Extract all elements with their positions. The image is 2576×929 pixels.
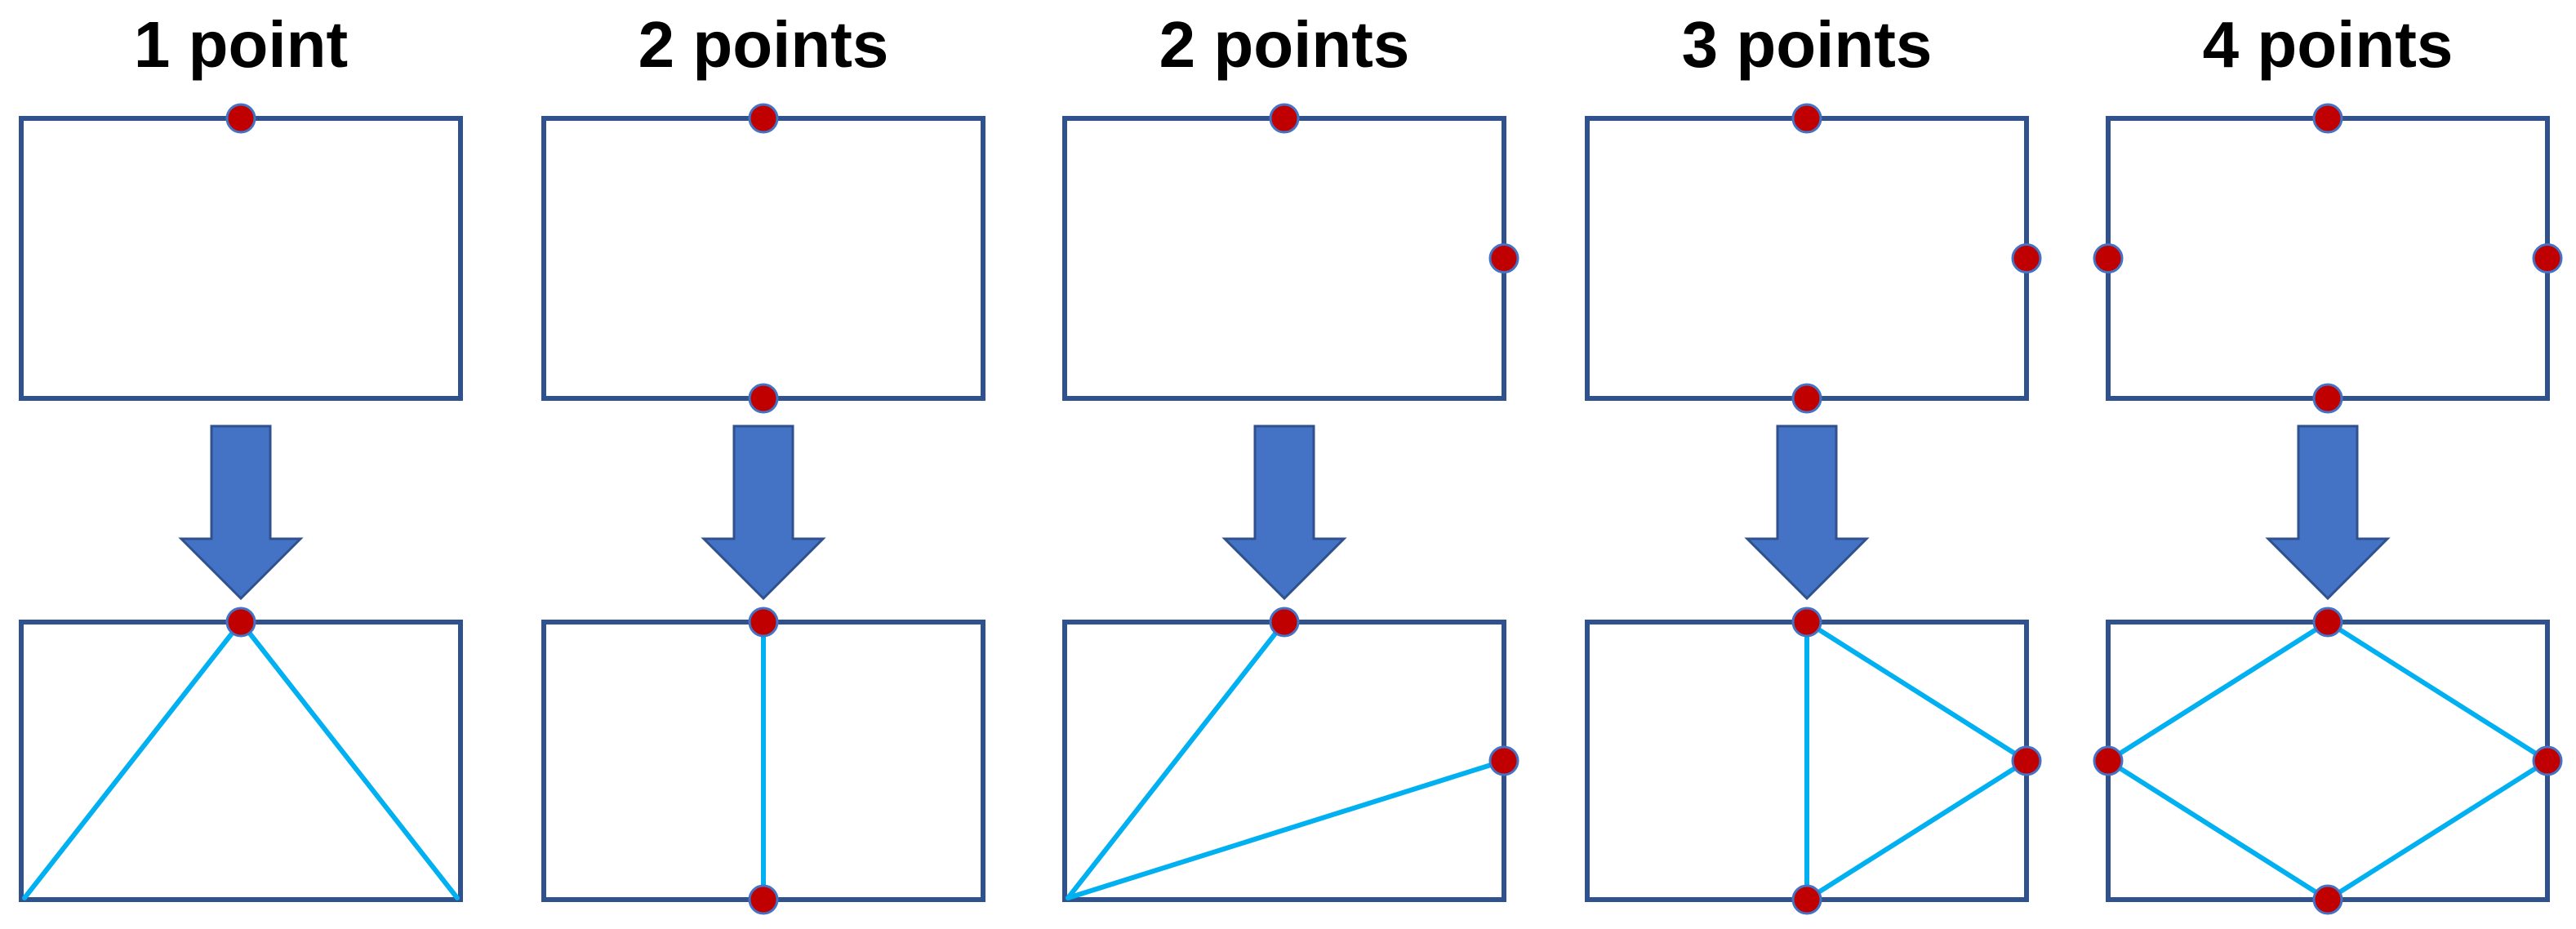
anchor-point — [2011, 243, 2042, 273]
down-arrow-icon — [1744, 424, 1870, 601]
anchor-point — [225, 607, 256, 638]
anchor-point — [1791, 383, 1822, 414]
connection-line — [1804, 758, 2029, 902]
panel-4-points: 4 points — [2093, 8, 2563, 915]
input-frame — [1062, 116, 1506, 401]
down-arrow-icon — [2265, 424, 2391, 601]
connection-line — [2106, 758, 2330, 902]
anchor-point — [2312, 884, 2343, 915]
panel-1-point: 1 point — [19, 8, 463, 902]
connection-line — [2325, 620, 2550, 763]
anchor-point — [2532, 745, 2563, 776]
anchor-point — [2093, 745, 2124, 776]
connection-line — [2106, 620, 2330, 763]
anchor-point — [2532, 243, 2563, 273]
down-arrow-icon — [701, 424, 826, 601]
input-frame — [19, 116, 463, 401]
input-frame — [541, 116, 985, 401]
anchor-point — [1269, 103, 1300, 134]
connection-line — [2325, 758, 2550, 902]
anchor-point — [2312, 383, 2343, 414]
panel-2-points-vertical: 2 points — [541, 8, 985, 915]
panel-3-points: 3 points — [1585, 8, 2042, 915]
input-frame — [1585, 116, 2029, 401]
anchor-point — [748, 884, 779, 915]
anchor-point — [1488, 745, 1519, 776]
anchor-point — [225, 103, 256, 134]
connection-line — [238, 620, 460, 900]
anchor-point — [748, 383, 779, 414]
panel-2-points-adjacent: 2 points — [1062, 8, 1519, 902]
output-frame — [2106, 620, 2550, 902]
anchor-point — [748, 103, 779, 134]
input-frame — [2106, 116, 2550, 401]
anchor-point — [748, 607, 779, 638]
anchor-point — [1791, 607, 1822, 638]
panel-title: 4 points — [2203, 8, 2454, 81]
anchor-point — [1791, 103, 1822, 134]
output-frame — [1062, 620, 1506, 902]
anchor-point — [2011, 745, 2042, 776]
panel-title: 1 point — [134, 8, 348, 81]
down-arrow-icon — [1221, 424, 1347, 601]
down-arrow-icon — [178, 424, 304, 601]
connection-line — [22, 620, 243, 900]
anchor-point — [2093, 243, 2124, 273]
output-frame — [19, 620, 463, 902]
panel-title: 2 points — [638, 8, 889, 81]
connection-line — [1066, 620, 1287, 900]
anchor-point — [2312, 607, 2343, 638]
anchor-point — [1488, 243, 1519, 273]
anchor-point — [1791, 884, 1822, 915]
connection-line — [1804, 620, 2029, 763]
anchor-point — [1269, 607, 1300, 638]
panel-title: 2 points — [1159, 8, 1410, 81]
panel-title: 3 points — [1682, 8, 1933, 81]
anchor-point — [2312, 103, 2343, 134]
connection-line — [1066, 758, 1506, 900]
